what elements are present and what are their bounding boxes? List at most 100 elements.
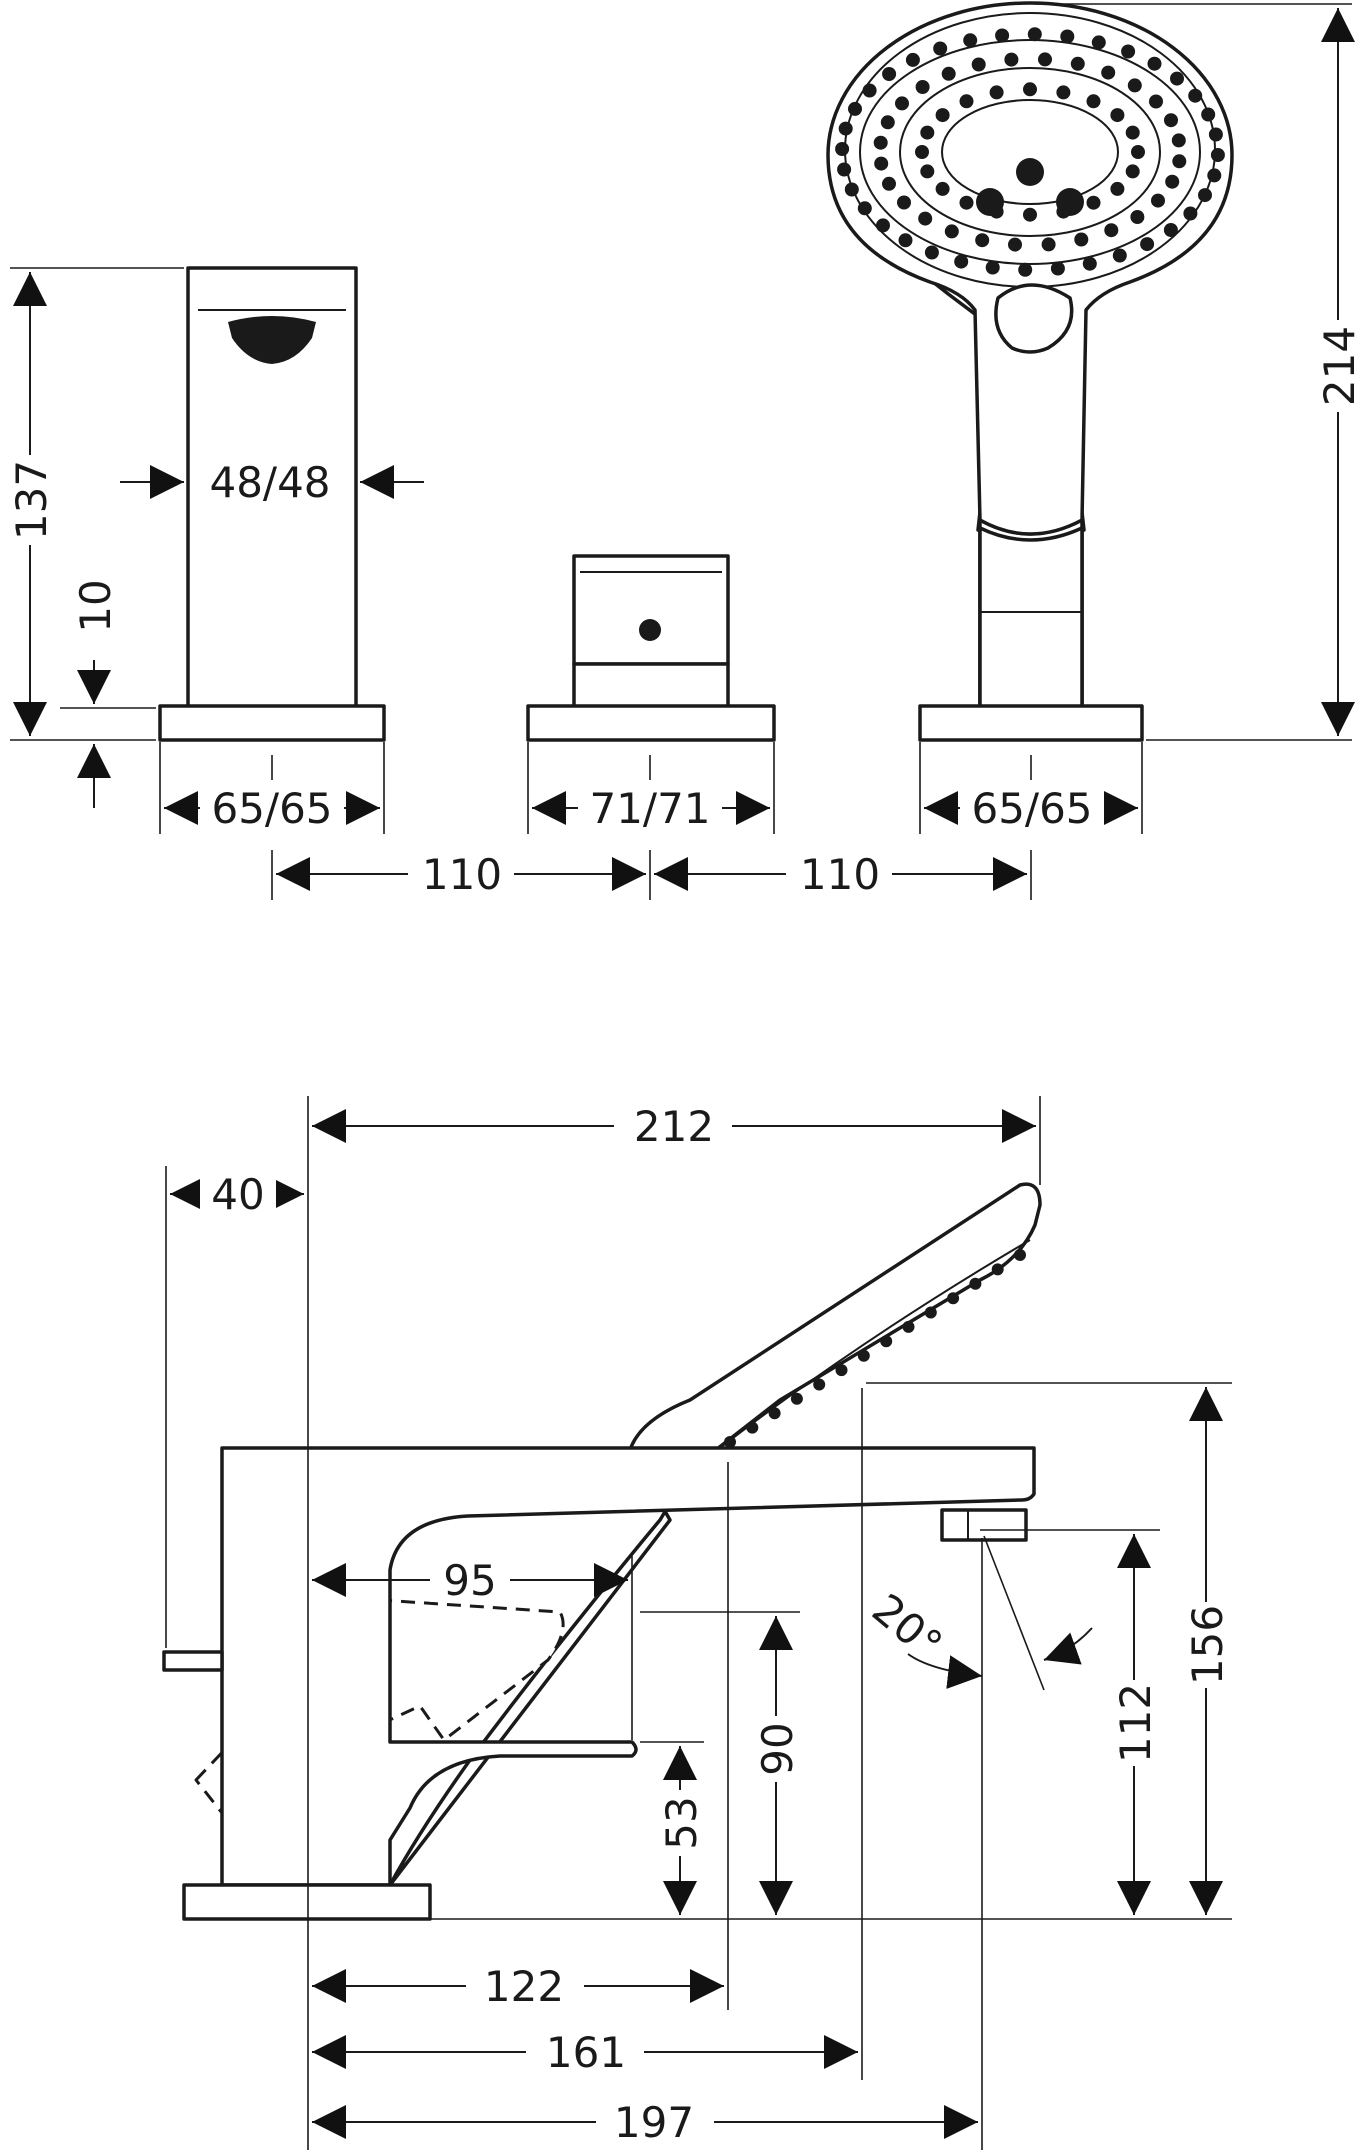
spout-front-view — [158, 266, 386, 742]
nozzle-dot — [838, 121, 853, 136]
nozzle-dot — [844, 182, 859, 197]
nozzle-dot — [1130, 210, 1145, 224]
dim-reach-122: 122 — [484, 1962, 564, 2011]
nozzle-dot — [1183, 206, 1198, 221]
dim-spout-width: 48/48 — [209, 458, 330, 507]
nozzle-dot — [920, 164, 935, 179]
nozzle-dot — [1125, 164, 1140, 179]
nozzle-dot — [924, 245, 939, 260]
side-nozzle — [880, 1335, 893, 1348]
dim-angle: 20° — [863, 1584, 952, 1669]
dim-shower-height: 214 — [1315, 326, 1364, 406]
nozzle-dot — [1041, 237, 1056, 252]
nozzle-dot — [1147, 56, 1162, 71]
nozzle-dot — [985, 260, 1000, 275]
side-nozzle — [790, 1392, 803, 1405]
nozzle-dot — [1086, 195, 1101, 210]
nozzle-dot — [1018, 262, 1033, 277]
dim-diverter-base: 71/71 — [589, 784, 710, 833]
dim-lever-low-height: 53 — [657, 1796, 706, 1849]
side-nozzle — [857, 1349, 870, 1362]
nozzle-dot — [876, 218, 890, 233]
nozzle-dot — [959, 94, 974, 109]
nozzle-dot — [1208, 127, 1223, 142]
nozzle-dot — [1149, 94, 1163, 109]
nozzle-dot — [915, 145, 929, 159]
nozzle-dot — [1101, 65, 1116, 80]
nozzle-dot — [975, 233, 990, 248]
nozzle-dot — [1201, 107, 1216, 122]
dim-handle-offset: 40 — [211, 1170, 264, 1219]
side-nozzle — [924, 1306, 937, 1319]
nozzle-dot — [1104, 223, 1119, 238]
nozzle-dot — [895, 96, 909, 111]
side-nozzle — [724, 1436, 736, 1448]
dim-spacing-left: 110 — [422, 850, 502, 899]
nozzle-dot — [857, 201, 872, 216]
nozzle-dot — [918, 211, 933, 226]
side-nozzle — [813, 1378, 826, 1391]
nozzle-dot — [989, 85, 1004, 100]
nozzle-dot — [1171, 133, 1186, 148]
nozzle-dot — [1112, 248, 1127, 263]
nozzle-dot — [1056, 204, 1071, 219]
nozzle-dot — [835, 142, 850, 156]
nozzle-dot — [837, 162, 852, 177]
nozzle-dot — [971, 57, 986, 72]
nozzle-dot — [1074, 232, 1089, 247]
dim-spout-base: 65/65 — [211, 784, 332, 833]
top-view-dimensions: 137 10 48/48 65/65 71/71 65/65 — [7, 3, 1364, 900]
nozzle-dot — [935, 181, 950, 196]
dim-spout-height-max: 156 — [1183, 1605, 1232, 1685]
nozzle-dot — [1164, 113, 1178, 128]
side-nozzle — [746, 1421, 759, 1434]
nozzle-dot — [1004, 52, 1019, 67]
nozzle-dot — [1170, 71, 1184, 86]
side-nozzle — [835, 1364, 848, 1377]
nozzle-dot — [873, 135, 888, 150]
nozzle-dot — [1127, 78, 1142, 93]
nozzle-dot — [1110, 108, 1125, 123]
nozzle-dot — [995, 28, 1010, 43]
nozzle-dot — [1131, 145, 1145, 159]
nozzle-dot — [874, 156, 889, 171]
nozzle-dot — [905, 52, 920, 67]
nozzle-dot — [954, 254, 969, 269]
nozzle-dot — [920, 125, 935, 140]
side-nozzle — [991, 1263, 1004, 1276]
nozzle-dot — [1082, 256, 1097, 271]
nozzle-dot — [1188, 88, 1203, 103]
nozzle-dot — [898, 233, 913, 248]
dim-spout-outlet-height: 112 — [1111, 1683, 1160, 1763]
nozzle-dot — [1110, 181, 1125, 196]
dim-reach-161: 161 — [546, 2028, 626, 2077]
nozzle-dot — [1140, 237, 1155, 252]
hand-shower-front-view — [826, 1, 1234, 742]
side-nozzle — [1014, 1249, 1026, 1261]
nozzle-dot — [1091, 35, 1106, 50]
nozzle-dot — [935, 108, 950, 123]
nozzle-dot — [915, 80, 930, 94]
nozzle-dot — [1050, 261, 1065, 276]
dim-reach-197: 197 — [614, 2098, 694, 2147]
diverter-front-view — [526, 554, 776, 742]
nozzle-dot — [941, 66, 956, 81]
side-nozzle — [768, 1407, 781, 1420]
nozzle-dot — [959, 195, 974, 210]
mixer-side-view — [162, 1182, 1042, 1921]
nozzle-dot — [1121, 44, 1136, 59]
nozzle-dot — [1038, 52, 1052, 67]
dim-overall-length: 212 — [634, 1102, 714, 1151]
nozzle-dot — [1023, 207, 1037, 222]
nozzle-dot — [963, 33, 978, 48]
nozzle-dot — [944, 224, 959, 239]
side-view-dimensions: 212 40 95 156 112 90 53 — [165, 1096, 1232, 2150]
nozzle-dot — [897, 195, 911, 210]
nozzle-dot — [1056, 85, 1071, 100]
nozzle-dot — [1207, 168, 1222, 183]
nozzle-dot — [933, 41, 948, 56]
side-nozzle — [902, 1320, 915, 1333]
nozzle-dot — [1070, 56, 1085, 71]
nozzle-dot — [1060, 29, 1075, 44]
dim-lever-height: 90 — [753, 1722, 802, 1775]
